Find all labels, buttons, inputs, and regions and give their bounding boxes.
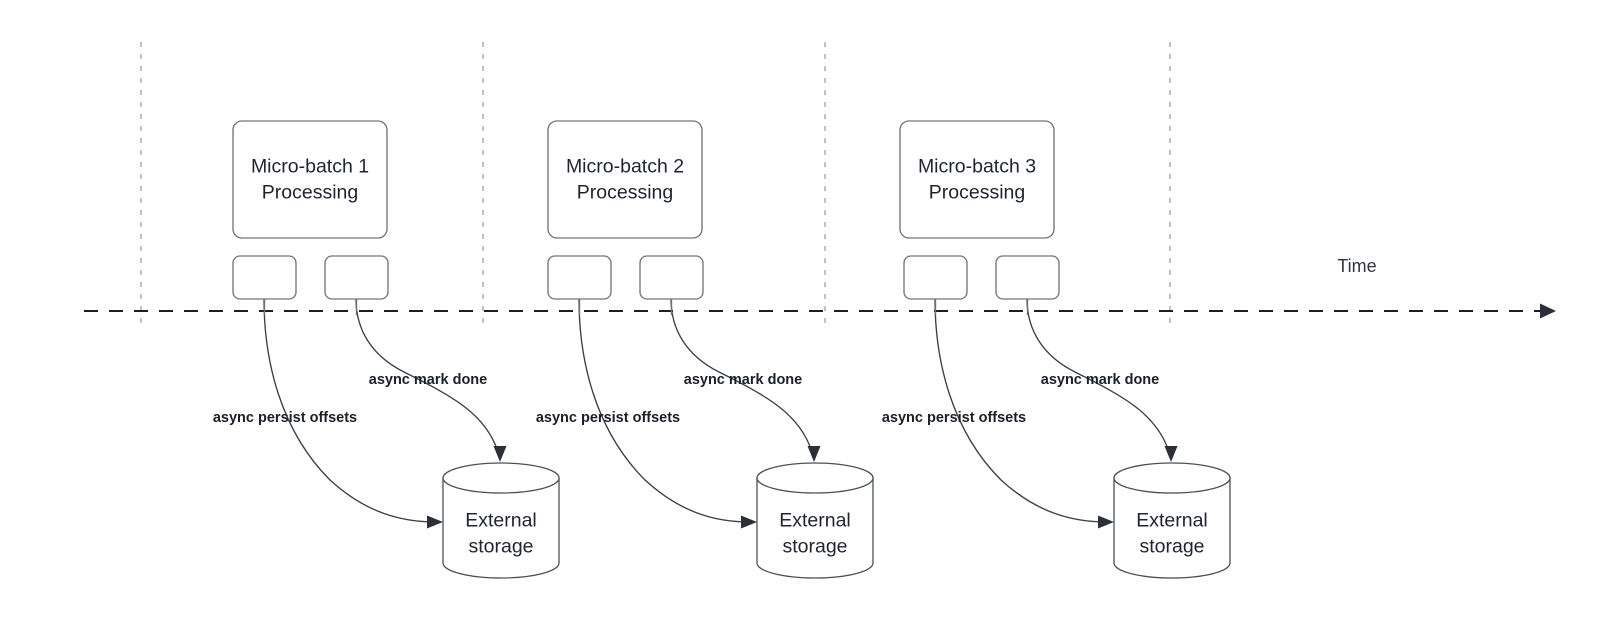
edge-label-mark-done-3: async mark done [1041, 372, 1159, 388]
edge-label-persist-offsets-2: async persist offsets [536, 410, 680, 426]
edge-mark-done-1 [355, 298, 499, 453]
micro-batch-label-line1-2: Micro-batch 2 [566, 156, 684, 178]
time-axis [84, 303, 1556, 319]
external-storage-label-line1-3: External [1136, 510, 1208, 532]
arrowhead-persist-offsets-3 [1098, 515, 1114, 529]
micro-batch-label-line1-3: Micro-batch 3 [918, 156, 1036, 178]
edge-persist-offsets-2 [578, 298, 751, 523]
external-storage-label-line2-1: storage [468, 536, 533, 558]
external-storage-3[interactable]: External storage [1113, 462, 1231, 579]
arrowhead-persist-offsets-2 [741, 515, 757, 529]
micro-batch-box-2[interactable] [547, 120, 703, 239]
external-storage-1[interactable]: External storage [442, 462, 560, 579]
arrowhead-mark-done-3 [1164, 446, 1178, 462]
time-axis-arrowhead [1540, 303, 1556, 319]
micro-batch-label-line1-1: Micro-batch 1 [251, 156, 369, 178]
micro-batch-box-1[interactable] [232, 120, 388, 239]
arrowhead-persist-offsets-1 [427, 515, 443, 529]
external-storage-label-line1-2: External [779, 510, 851, 532]
micro-batch-box-3[interactable] [899, 120, 1055, 239]
edge-persist-offsets-1 [263, 298, 437, 523]
time-axis-label: Time [1337, 256, 1376, 276]
external-storage-label-line2-2: storage [782, 536, 847, 558]
period-dividers [140, 42, 1171, 330]
edge-label-persist-offsets-1: async persist offsets [213, 410, 357, 426]
external-storage-2[interactable]: External storage [756, 462, 874, 579]
task-box-persist-task-2[interactable] [547, 255, 612, 300]
micro-batch-label-line2-3: Processing [929, 182, 1025, 204]
external-storage-label-line2-3: storage [1139, 536, 1204, 558]
arrowhead-mark-done-1 [493, 446, 507, 462]
external-storage-label-line1-1: External [465, 510, 537, 532]
edge-persist-offsets-3 [934, 298, 1108, 523]
task-box-persist-task-1[interactable] [232, 255, 297, 300]
task-box-persist-task-3[interactable] [903, 255, 968, 300]
task-box-markdone-task-1[interactable] [324, 255, 389, 300]
task-box-markdone-task-3[interactable] [995, 255, 1060, 300]
diagram-labels: Time async persist offsets async mark done… [213, 256, 1377, 426]
task-box-markdone-task-2[interactable] [639, 255, 704, 300]
arrowhead-mark-done-2 [807, 446, 821, 462]
micro-batch-label-line2-1: Processing [262, 182, 358, 204]
edge-mark-done-3 [1026, 298, 1170, 453]
edge-label-persist-offsets-3: async persist offsets [882, 410, 1026, 426]
edge-label-mark-done-1: async mark done [369, 372, 487, 388]
edge-mark-done-2 [670, 298, 813, 453]
micro-batch-label-line2-2: Processing [577, 182, 673, 204]
edge-label-mark-done-2: async mark done [684, 372, 802, 388]
async-edges [263, 298, 1178, 529]
